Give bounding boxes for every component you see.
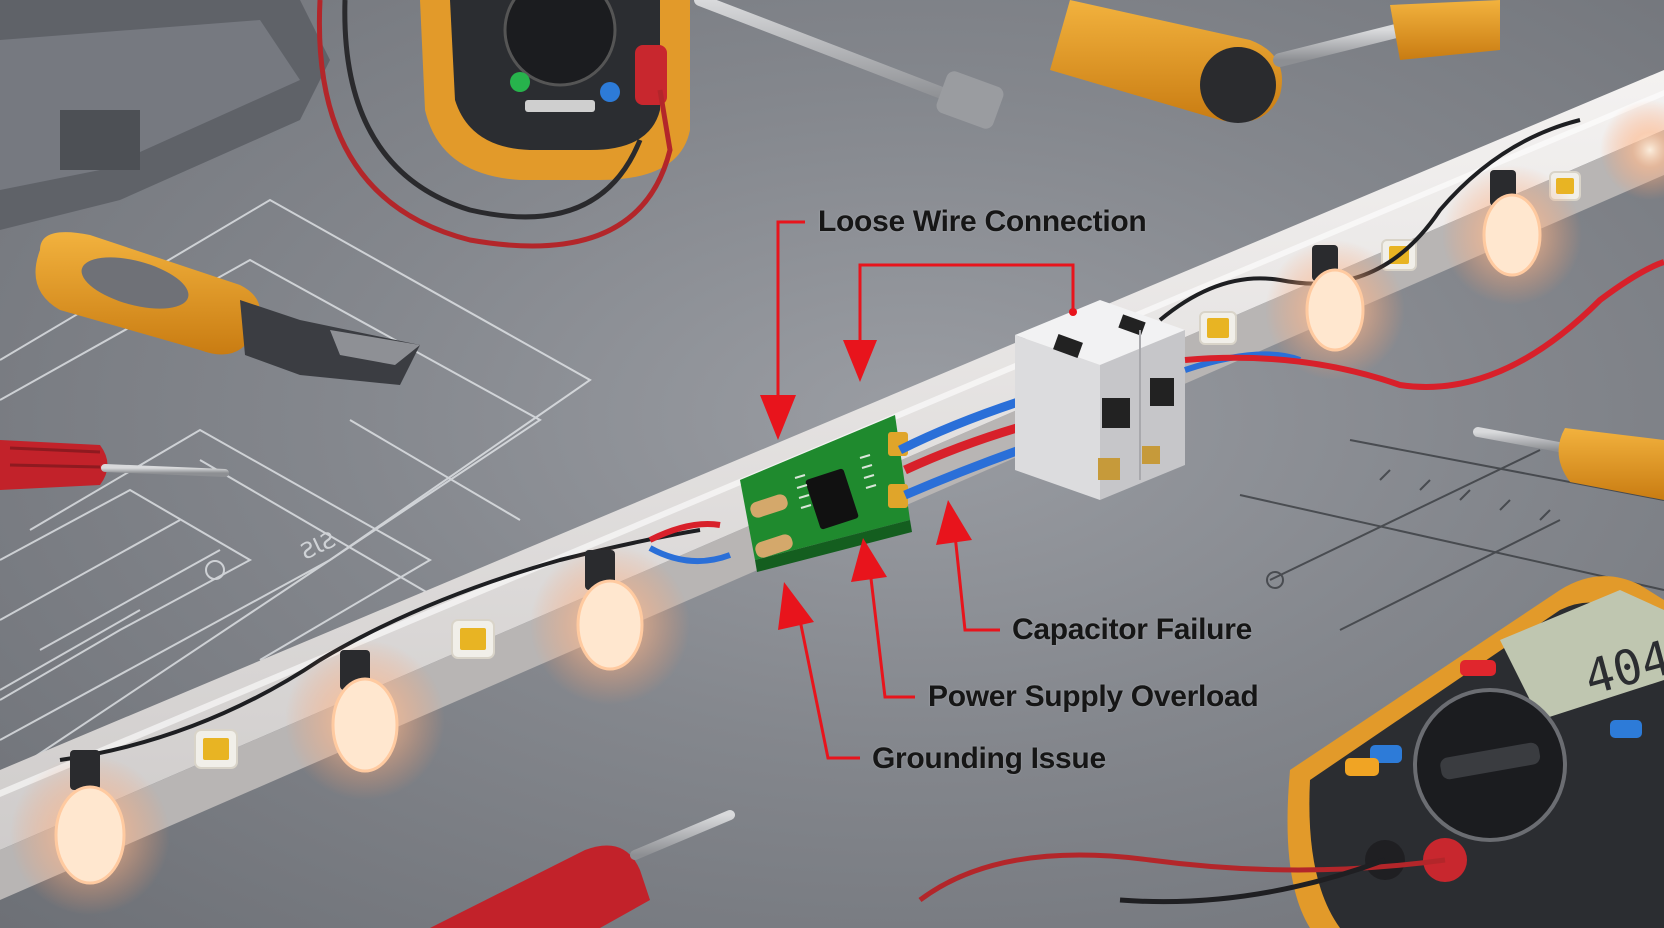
- callout-line-capacitor: [953, 534, 1000, 632]
- callout-lines: [760, 220, 1077, 760]
- callout-arrow-grounding: [778, 582, 814, 630]
- blueprint-drawing-right: [1239, 439, 1664, 631]
- probe-cable-bottom-black: [1119, 857, 1386, 905]
- multimeter-top: [420, 0, 690, 180]
- screwdriver-bottom: [430, 810, 735, 928]
- screwdriver-top: [694, 0, 1004, 129]
- wire-red-left: [648, 521, 721, 543]
- svg-text:ƧƖƧ: ƧƖƧ: [297, 528, 340, 566]
- callout-power-supply-overload: Power Supply Overload: [928, 680, 1259, 713]
- callout-line-loose-wire: [776, 220, 805, 410]
- callout-loose-wire-connection: Loose Wire Connection: [818, 205, 1147, 238]
- blueprint-drawing-left: ƧƖƧ: [0, 198, 592, 781]
- wire-blue-left: [648, 545, 732, 565]
- callout-line-grounding: [798, 619, 860, 760]
- callout-line-power-supply: [868, 569, 915, 699]
- callout-capacitor-failure: Capacitor Failure: [1012, 613, 1252, 646]
- screwdriver-top-right: [1050, 0, 1500, 123]
- multimeter-bottom: 404: [1287, 576, 1664, 928]
- screwdriver-left: [0, 440, 229, 490]
- callout-arrow-connector: [843, 340, 877, 382]
- callout-arrow-capacitor: [936, 500, 972, 545]
- pliers: [35, 232, 420, 385]
- callout-line-connector: [858, 263, 1075, 355]
- probe-cable-red: [316, 0, 673, 249]
- wire-red-exit: [1184, 259, 1664, 390]
- callout-arrow-power-supply: [851, 538, 887, 582]
- terminal-block: [1015, 300, 1185, 500]
- probe-cable-black: [342, 0, 643, 220]
- callout-grounding-issue: Grounding Issue: [872, 742, 1106, 775]
- callout-arrow-loose-wire: [760, 395, 796, 440]
- glowing-bulbs: [10, 100, 1664, 915]
- screwdriver-right: [1473, 427, 1664, 500]
- bench-panel: [0, 0, 330, 230]
